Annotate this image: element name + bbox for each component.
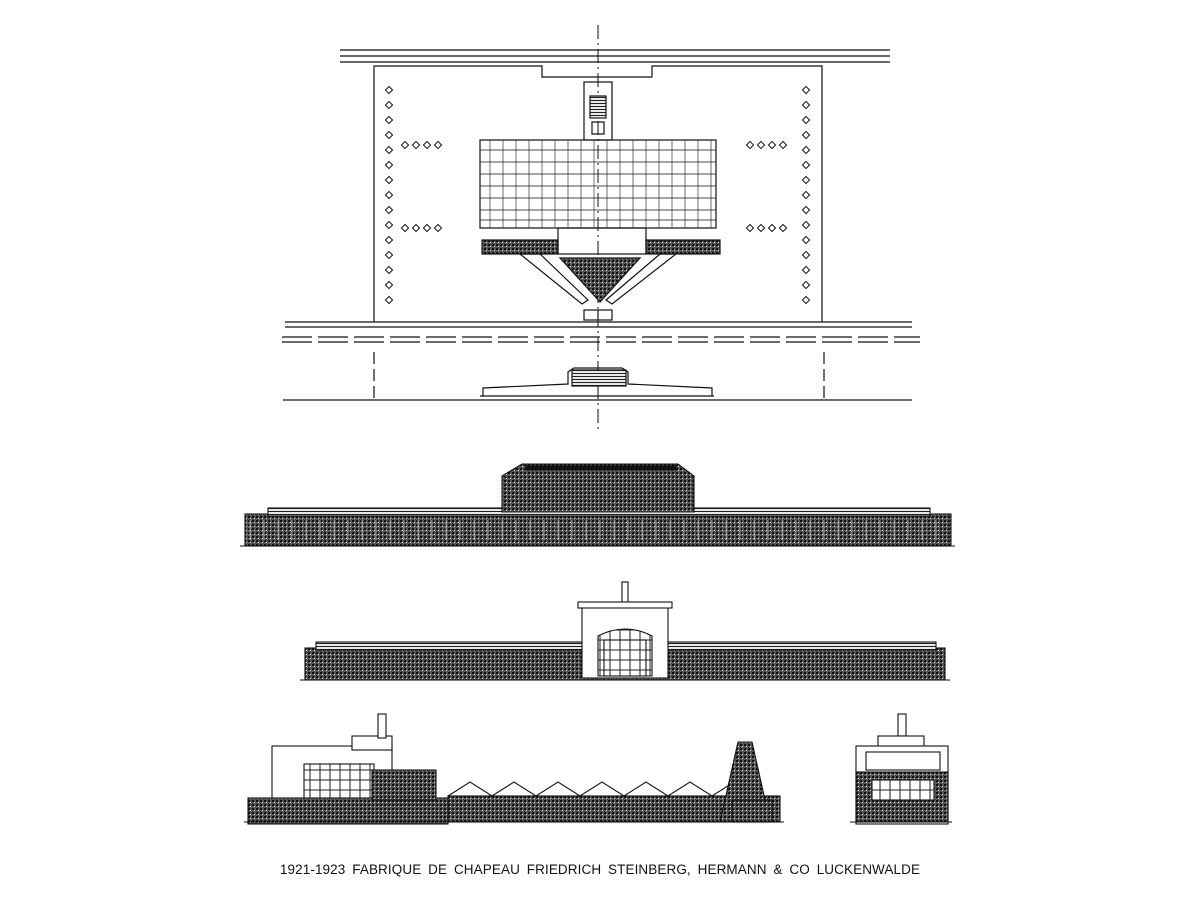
elevation-side [244, 713, 784, 825]
site-boundary [373, 65, 823, 322]
entrance-building [482, 367, 713, 396]
column-markers [384, 85, 811, 305]
elevation-entrance [300, 581, 950, 681]
central-hall-roof [501, 463, 695, 513]
site-plan [282, 25, 920, 430]
elevation-end [850, 713, 952, 825]
drawing-caption: 1921-1923 FABRIQUE DE CHAPEAU FRIEDRICH … [279, 862, 921, 877]
right-wing [645, 239, 721, 255]
diagonal-arm-right [605, 253, 678, 305]
left-wing [481, 239, 559, 255]
sawtooth-roof [447, 781, 757, 797]
diagonal-arm-left [518, 253, 589, 305]
dyehouse-triangle [558, 257, 642, 303]
elevation-north [240, 463, 955, 547]
